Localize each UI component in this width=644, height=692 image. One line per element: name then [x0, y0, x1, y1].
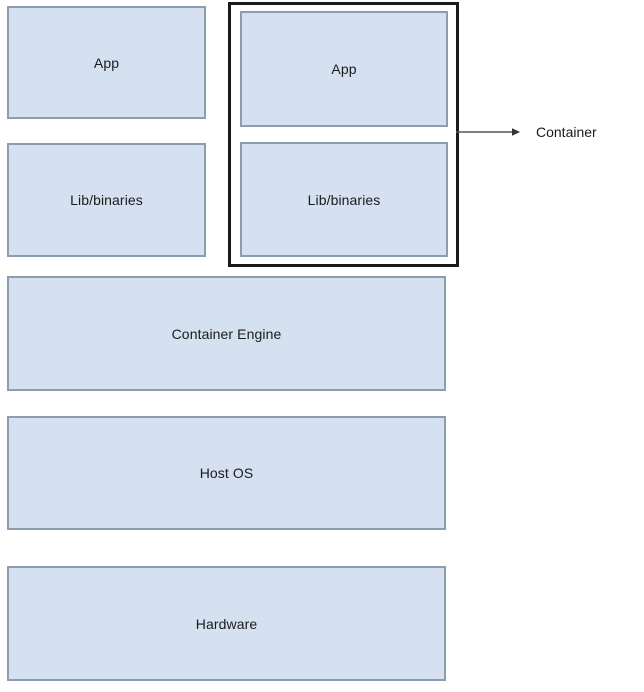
node-app-container-label: App	[331, 61, 357, 77]
container-callout-arrow	[456, 120, 526, 144]
node-lib-binaries-left-label: Lib/binaries	[70, 192, 143, 208]
node-lib-binaries-left[interactable]: Lib/binaries	[7, 143, 206, 257]
node-app-container[interactable]: App	[240, 11, 448, 127]
node-host-os-label: Host OS	[199, 465, 254, 481]
node-lib-binaries-container[interactable]: Lib/binaries	[240, 142, 448, 257]
node-lib-binaries-container-label: Lib/binaries	[307, 191, 381, 208]
node-app-left[interactable]: App	[7, 6, 206, 119]
container-callout-label: Container	[536, 124, 597, 140]
node-app-left-label: App	[93, 54, 120, 71]
node-container-engine[interactable]: Container Engine	[7, 276, 446, 391]
node-hardware[interactable]: Hardware	[7, 566, 446, 681]
node-hardware-label: Hardware	[195, 615, 258, 632]
node-container-engine-label: Container Engine	[171, 325, 282, 342]
node-host-os[interactable]: Host OS	[7, 416, 446, 530]
